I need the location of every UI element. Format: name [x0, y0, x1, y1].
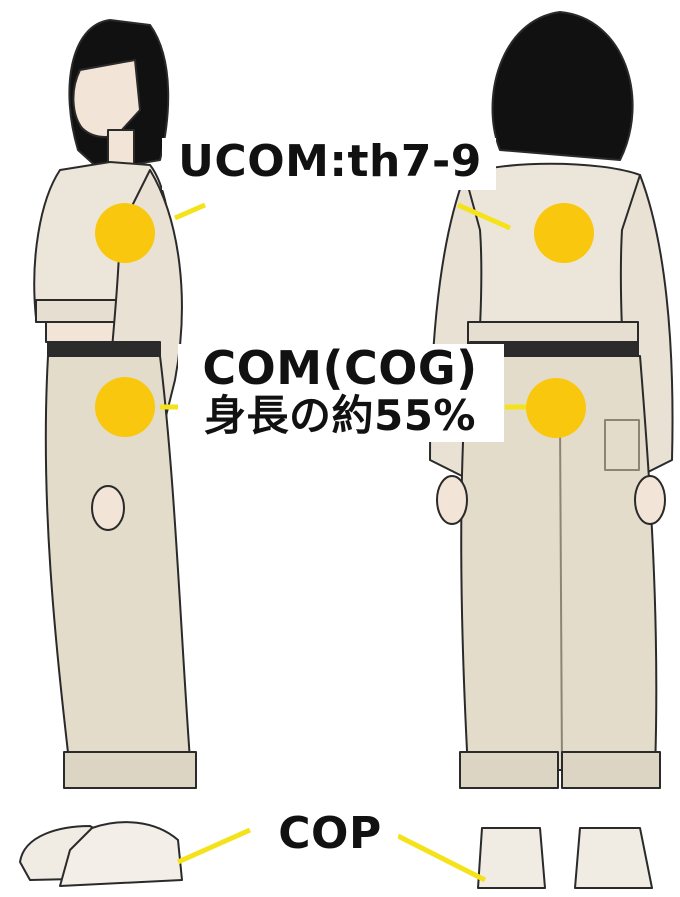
side-hand — [91, 485, 125, 531]
back-left-shoe — [477, 827, 546, 889]
cop-label: COP — [278, 808, 382, 859]
back-pocket — [604, 419, 640, 471]
side-neck — [107, 129, 135, 167]
side-view-figure — [19, 19, 197, 887]
side-shoe-front — [59, 821, 183, 887]
back-right-shoe — [574, 827, 653, 889]
com-label-bg — [178, 344, 504, 442]
com-label: COM(COG) — [202, 341, 478, 395]
com-marker-back — [526, 378, 586, 438]
back-left-hand — [436, 475, 468, 525]
back-pants-seam — [559, 419, 563, 771]
cop-label-bg — [258, 812, 398, 864]
back-hair — [491, 11, 634, 161]
ucom-label-bg — [162, 138, 496, 190]
ucom-marker-back — [534, 203, 594, 263]
cop-leader-right — [396, 833, 487, 883]
annotation-markers — [95, 202, 594, 883]
ucom-leader-right — [456, 202, 512, 231]
com-height-ratio-label: 身長の約55% — [203, 391, 477, 440]
ucom-leader-left — [174, 202, 206, 221]
back-sweater-hem — [467, 321, 639, 345]
back-pants-cuff-right — [561, 751, 661, 789]
ucom-label: UCOM:th7-9 — [178, 136, 482, 187]
cop-leader-left — [176, 827, 252, 865]
com-marker-side — [95, 377, 155, 437]
back-right-hand — [634, 475, 666, 525]
side-pants-cuff — [63, 751, 197, 789]
back-pants-cuff-left — [459, 751, 559, 789]
ucom-marker-side — [95, 203, 155, 263]
